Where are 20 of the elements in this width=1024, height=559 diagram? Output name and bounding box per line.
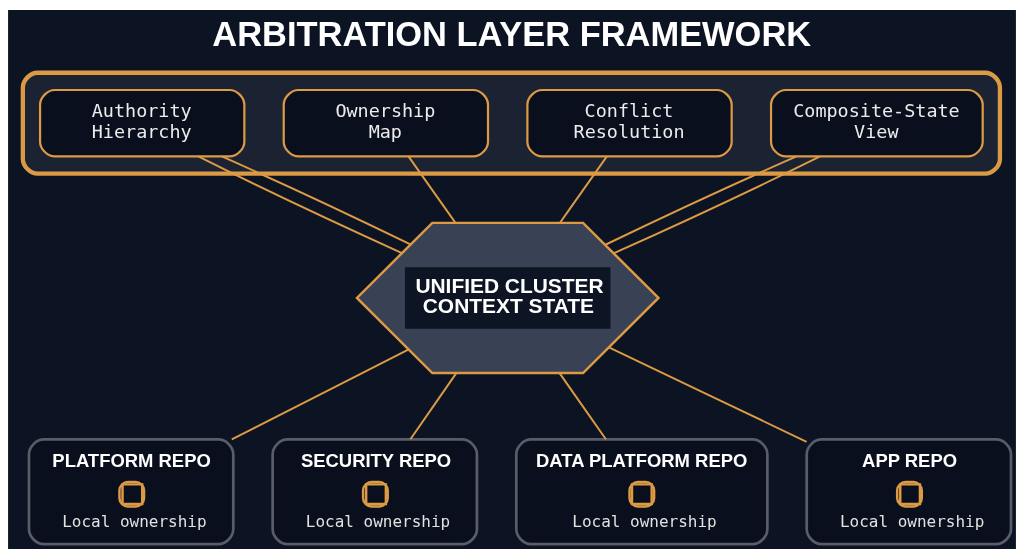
connector bbox=[407, 155, 457, 224]
node-box: APP REPO Local ownership bbox=[805, 438, 1013, 546]
connector bbox=[559, 155, 608, 224]
connector bbox=[604, 155, 798, 246]
connector bbox=[197, 155, 403, 255]
diagram-title: ARBITRATION LAYER FRAMEWORK bbox=[212, 15, 812, 54]
connector bbox=[558, 372, 607, 441]
connector bbox=[409, 372, 458, 441]
node-box: Composite-State View bbox=[769, 88, 984, 158]
node-box: PLATFORM REPO Local ownership bbox=[27, 438, 235, 546]
connector bbox=[607, 346, 808, 443]
node-box: Conflict Resolution bbox=[526, 88, 733, 158]
connector bbox=[230, 348, 410, 441]
node-box: SECURITY REPO Local ownership bbox=[271, 438, 479, 546]
cluster bbox=[20, 70, 1003, 176]
node-box: Authority Hierarchy bbox=[38, 88, 246, 158]
node-box: DATA PLATFORM REPO Local ownership bbox=[514, 438, 769, 546]
connector bbox=[220, 155, 412, 246]
node-box: Ownership Map bbox=[282, 88, 490, 158]
connector bbox=[613, 155, 822, 255]
